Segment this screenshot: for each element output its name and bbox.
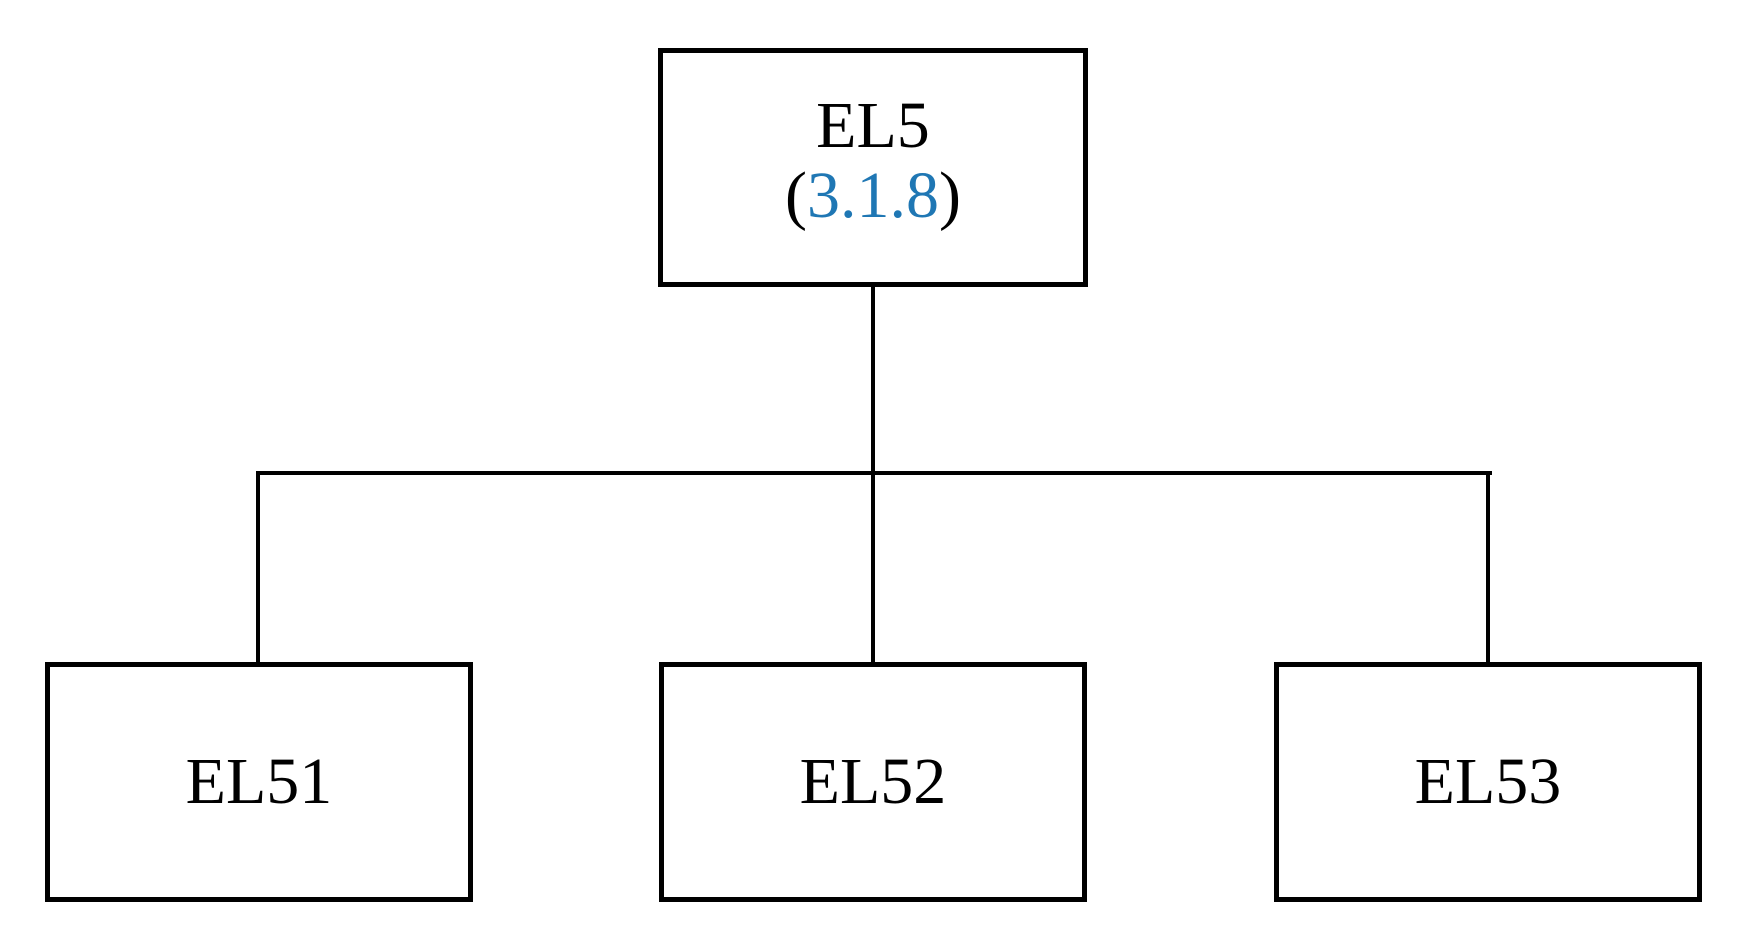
connector-drop-el52 bbox=[871, 471, 875, 664]
node-el5-reference: (3.1.8) bbox=[785, 158, 961, 232]
connector-root-stem bbox=[871, 285, 875, 475]
node-el52: EL52 bbox=[659, 662, 1087, 902]
node-el5-label: EL5 bbox=[816, 88, 930, 162]
section-reference-link[interactable]: 3.1.8 bbox=[807, 158, 939, 232]
node-el51: EL51 bbox=[45, 662, 473, 902]
node-el52-label: EL52 bbox=[799, 745, 947, 819]
paren-close: ) bbox=[939, 158, 961, 232]
node-el5: EL5 (3.1.8) bbox=[658, 48, 1088, 287]
connector-drop-el51 bbox=[256, 471, 260, 664]
node-el53: EL53 bbox=[1274, 662, 1702, 902]
connector-drop-el53 bbox=[1486, 471, 1490, 664]
paren-open: ( bbox=[785, 158, 807, 232]
node-el53-label: EL53 bbox=[1414, 745, 1562, 819]
node-el51-label: EL51 bbox=[185, 745, 333, 819]
